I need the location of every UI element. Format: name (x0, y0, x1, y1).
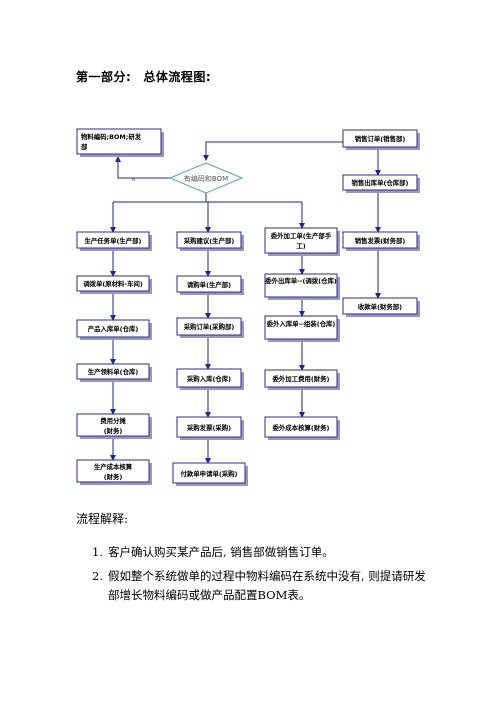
node-purchase-suggest: 采购建议(生产部) (176, 231, 244, 251)
node-sales-order-label: 销售订单(销售部) (355, 134, 406, 143)
node-outsource-cost: 委外成本核算(财务) (264, 416, 340, 440)
node-payment-req-label: 付款单申请单(采购) (181, 469, 238, 478)
explanation-steps: 1. 客户确认购买某产品后, 销售部做销售订单。 2. 假如整个系统做单的过程中… (92, 543, 432, 610)
node-bom-rd-line2: 部 (81, 142, 88, 151)
node-purchase-suggest-label: 采购建议(生产部) (183, 236, 235, 245)
node-outsource-out: 委外出库单--(调拨(仓库) (264, 273, 340, 300)
node-purchase-order-label: 采购订单(采购部) (183, 322, 235, 331)
node-sales-outbound-label: 销售出库单(仓库部) (352, 178, 409, 187)
node-outsource-cost-label: 委外成本核算(财务) (273, 423, 330, 432)
list-item: 2. 假如整个系统做单的过程中物料编码在系统中没有, 则提请研发部增长物料编码或… (92, 567, 432, 605)
node-production-pick: 生产领料单(仓库) (76, 363, 152, 382)
node-sales-invoice-label: 销售发票(财务部) (355, 236, 406, 245)
flow-edges (110, 141, 381, 464)
list-item: 1. 客户确认购买某产品后, 销售部做销售订单。 (92, 543, 432, 562)
node-receipt: 收款单(财务部) (342, 297, 420, 317)
node-cost-alloc: 费用分摊 (财务) (76, 413, 152, 439)
node-product-in-label: 产品入库单(仓库) (88, 324, 139, 333)
node-sales-order: 销售订单(销售部) (342, 129, 420, 150)
node-outsource-fee: 委外加工费用(财务) (264, 369, 340, 390)
node-payment-req: 付款单申请单(采购) (172, 462, 248, 486)
node-purchase-invoice: 采购发票(采购) (176, 416, 244, 440)
node-bom-rd-line1: 物料编码;BOM;研发 (81, 132, 142, 141)
decision-has-code-bom: 有编码和BOM (168, 162, 244, 194)
node-sales-invoice: 销售发票(财务部) (342, 231, 420, 251)
explanation-label: 流程解释: (76, 512, 129, 526)
node-purchase-invoice-label: 采购发票(采购) (186, 423, 231, 432)
decision-no-label: N (132, 177, 135, 182)
node-production-pick-label: 生产领料单(仓库) (88, 367, 139, 376)
node-transfer: 调拨单(原材料-车间) (76, 275, 152, 294)
page-heading: 第一部分: 总体流程图: (76, 68, 211, 85)
node-purchase-request-label: 请购单(生产部) (187, 280, 231, 289)
node-purchase-in-label: 采购入库(仓库) (186, 374, 231, 383)
step-number: 1. (92, 545, 103, 559)
node-outsource-in-line1: 委外入库单--组装(仓库) (267, 319, 336, 328)
node-outsource-order-line1: 委外加工单(生产部手 (271, 231, 332, 240)
node-receipt-label: 收款单(财务部) (358, 302, 402, 311)
node-sales-outbound: 销售出库单(仓库部) (342, 174, 420, 193)
node-purchase-request: 请购单(生产部) (176, 275, 244, 295)
node-outsource-out-line1: 委外出库单--(调拨(仓库) (265, 276, 337, 285)
node-bom-rd: 物料编码;BOM;研发 部 (76, 128, 164, 157)
node-prod-cost-line2: (财务) (104, 472, 123, 481)
node-cost-alloc-line1: 费用分摊 (100, 416, 126, 425)
node-outsource-in: 委外入库单--组装(仓库) (264, 315, 340, 342)
heading-part: 第一部分: (76, 70, 132, 84)
node-product-in: 产品入库单(仓库) (76, 319, 152, 340)
step-number: 2. (92, 569, 103, 583)
node-production-task: 生产任务单(生产部) (76, 231, 152, 251)
decision-label: 有编码和BOM (184, 174, 228, 183)
node-prod-cost: 生产成本核算 (财务) (76, 459, 152, 485)
node-cost-alloc-line2: (财务) (104, 426, 123, 435)
node-production-task-label: 生产任务单(生产部) (85, 236, 142, 245)
node-purchase-order: 采购订单(采购部) (176, 317, 244, 338)
node-prod-cost-line1: 生产成本核算 (94, 462, 133, 471)
flowchart: 有编码和BOM N 物料编码;BOM;研发 部 销售订单(销售部) 销售出库单(… (76, 128, 420, 486)
step-text: 假如整个系统做单的过程中物料编码在系统中没有, 则提请研发部增长物料编码或做产品… (108, 569, 426, 602)
node-transfer-label: 调拨单(原材料-车间) (83, 279, 143, 288)
node-purchase-in: 采购入库(仓库) (176, 368, 244, 390)
step-text: 客户确认购买某产品后, 销售部做销售订单。 (108, 545, 334, 559)
node-outsource-order: 委外加工单(生产部手 工) (264, 227, 340, 256)
node-outsource-fee-label: 委外加工费用(财务) (273, 374, 330, 383)
heading-title: 总体流程图: (143, 70, 212, 84)
node-outsource-order-line2: 工) (296, 242, 305, 250)
